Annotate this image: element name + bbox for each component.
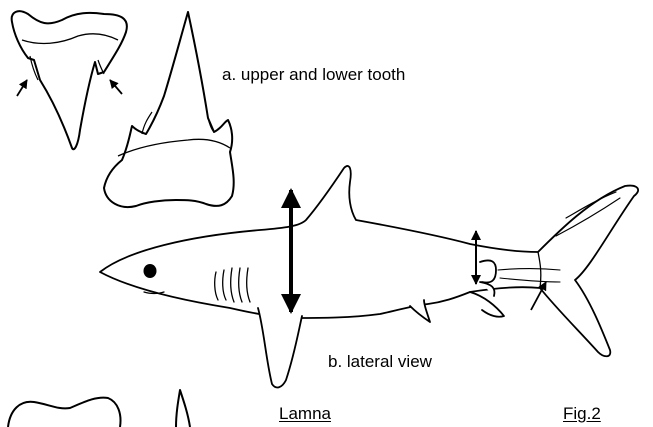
partial-teeth-drawing xyxy=(8,390,190,427)
shark-eye xyxy=(144,264,157,278)
teeth-caption: a. upper and lower tooth xyxy=(222,66,405,83)
genus-label: Lamna xyxy=(279,405,331,422)
figure-number: Fig.2 xyxy=(563,405,601,422)
lower-tooth-drawing xyxy=(104,12,234,207)
upper-tooth-drawing xyxy=(12,11,127,149)
lateral-view-caption: b. lateral view xyxy=(328,353,432,370)
